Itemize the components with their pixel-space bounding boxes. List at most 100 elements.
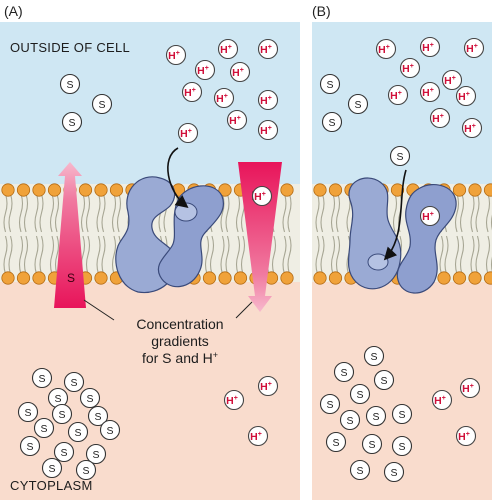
lipid-head <box>437 271 451 285</box>
solute-ion: S <box>47 387 69 409</box>
solute-ion: S <box>319 73 341 95</box>
solute-ion: S <box>373 369 395 391</box>
solute-ion: S <box>41 457 63 479</box>
svg-text:H+: H+ <box>197 65 209 77</box>
svg-text:H+: H+ <box>422 211 434 223</box>
svg-text:S: S <box>370 351 377 363</box>
proton-ion: H+ <box>194 59 216 81</box>
curved-arrow-icon <box>167 147 189 208</box>
lipid-tail <box>8 193 13 233</box>
panel-a: S H+ H+H+H+H+H+H+H+H+H+H+H+SSSSSSSSSSSSS… <box>0 3 300 500</box>
solute-ion: S <box>31 367 53 389</box>
solute-ion: S <box>61 111 83 133</box>
svg-text:S: S <box>396 151 403 163</box>
lipid-tail <box>240 235 246 275</box>
svg-text:S: S <box>368 439 375 451</box>
svg-text:S: S <box>68 117 75 129</box>
solute-ion: S <box>51 403 73 425</box>
lipid-head <box>468 183 482 197</box>
lipid-tail <box>23 193 29 233</box>
solute-ion: S <box>333 361 355 383</box>
proton-ion: H+ <box>419 36 441 58</box>
lipid-head <box>280 271 294 285</box>
proton-ion: H+ <box>177 122 199 144</box>
curved-arrow-icon <box>383 169 407 261</box>
panel-a-outside-region <box>0 22 300 184</box>
svg-text:H+: H+ <box>390 90 402 102</box>
lipid-tail <box>18 193 24 233</box>
proton-ion: H+ <box>226 109 248 131</box>
proton-ion: H+ <box>387 84 409 106</box>
lipid-tail <box>204 235 210 275</box>
lipid-tail <box>459 235 465 275</box>
caption-leader-right <box>235 301 253 319</box>
svg-text:H+: H+ <box>434 395 446 407</box>
solute-ion: S <box>59 73 81 95</box>
svg-text:H+: H+ <box>462 383 474 395</box>
svg-text:H+: H+ <box>220 44 232 56</box>
lipid-tail <box>392 193 398 233</box>
proton-ion: H+ <box>375 38 397 60</box>
lipid-tail <box>96 235 101 275</box>
solute-ion: S <box>53 441 75 463</box>
lipid-tail <box>85 235 91 275</box>
svg-text:S: S <box>86 393 93 405</box>
lipid-head <box>1 271 15 285</box>
svg-text:S: S <box>54 393 61 405</box>
solute-ion: S <box>321 111 343 133</box>
proton-ion: H+ <box>251 185 273 207</box>
lipid-tail <box>111 235 117 275</box>
svg-text:S: S <box>346 415 353 427</box>
lipid-tail <box>282 193 287 233</box>
svg-text:S: S <box>40 423 47 435</box>
lipid-tail <box>3 193 8 233</box>
svg-text:H+: H+ <box>229 115 241 127</box>
lipid-tail <box>101 193 106 233</box>
caption-line-2: gradients <box>151 333 209 349</box>
lipid-head <box>218 183 232 197</box>
lipid-head <box>483 183 492 197</box>
solute-ion: S <box>349 459 371 481</box>
lipid-tail <box>116 193 122 233</box>
lipid-tail <box>287 235 292 275</box>
lipid-tail <box>287 193 292 233</box>
lipid-head <box>452 271 467 285</box>
lipid-head <box>202 271 217 285</box>
lipid-tail <box>209 235 215 275</box>
svg-text:H+: H+ <box>444 75 456 87</box>
proton-ion: H+ <box>217 38 239 60</box>
solute-ion: S <box>19 435 41 457</box>
proton-ion: H+ <box>399 57 421 79</box>
s-gradient-label: S <box>67 271 75 285</box>
transporter-b <box>347 177 457 294</box>
svg-text:S: S <box>372 411 379 423</box>
caption-leader-left <box>83 299 115 321</box>
svg-text:H+: H+ <box>458 431 470 443</box>
proton-ion: H+ <box>257 375 279 397</box>
lipid-tail <box>459 193 465 233</box>
lipid-head <box>78 183 93 197</box>
lipid-head <box>328 183 343 197</box>
lipid-tail <box>335 235 341 275</box>
solute-ion: S <box>325 431 347 453</box>
lipid-tail <box>39 235 44 275</box>
solute-ion: S <box>391 403 413 425</box>
solute-ion: S <box>99 419 121 441</box>
svg-text:S: S <box>24 407 31 419</box>
svg-text:H+: H+ <box>216 93 228 105</box>
lipid-tail <box>54 235 60 275</box>
proton-ion: H+ <box>455 85 477 107</box>
svg-text:S: S <box>354 99 361 111</box>
proton-ion: H+ <box>257 119 279 141</box>
lipid-head <box>218 271 232 285</box>
solute-ion: S <box>383 461 405 483</box>
svg-text:S: S <box>326 79 333 91</box>
lipid-tail <box>49 193 55 233</box>
lipid-tail <box>8 235 13 275</box>
proton-ion: H+ <box>247 425 269 447</box>
lipid-tail <box>454 235 460 275</box>
solute-ion: S <box>63 371 85 393</box>
solute-ion: S <box>75 459 97 481</box>
gradient-caption: Concentration gradients for S and H+ <box>83 299 253 366</box>
lipid-head <box>47 183 62 197</box>
